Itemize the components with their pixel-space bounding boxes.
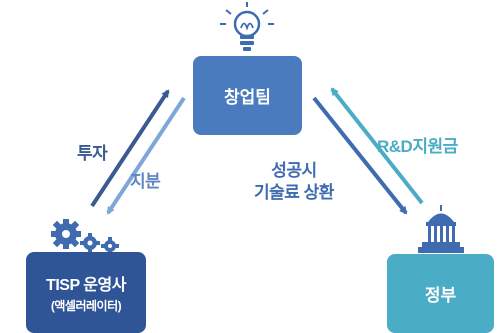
success-royalty-line1: 성공시 bbox=[271, 161, 317, 180]
tisp-operator-label: TISP 운영사 bbox=[46, 277, 126, 294]
government-box: 정부 bbox=[387, 254, 494, 333]
rd-grant-label: R&D지원금 bbox=[377, 137, 458, 156]
success-royalty-line2: 기술료 상환 bbox=[254, 183, 334, 202]
equity-arrow bbox=[106, 96, 186, 215]
tisp-operator-box: TISP 운영사 (액셀러레이터) bbox=[26, 252, 146, 333]
startup-team-box: 창업팀 bbox=[193, 56, 302, 135]
success-royalty-label: 성공시 기술료 상환 bbox=[254, 160, 334, 204]
startup-team-label: 창업팀 bbox=[224, 88, 271, 107]
tisp-operator-sublabel: (액셀러레이터) bbox=[50, 299, 122, 313]
equity-label: 지분 bbox=[130, 172, 161, 191]
capitol-building-icon bbox=[418, 205, 464, 253]
investment-arrow bbox=[90, 89, 170, 208]
investment-label: 투자 bbox=[77, 144, 108, 163]
rd-grant-arrow bbox=[330, 87, 424, 205]
royalty-arrow bbox=[312, 96, 408, 215]
lightbulb-icon bbox=[220, 2, 274, 51]
government-label: 정부 bbox=[424, 286, 457, 305]
gears-icon bbox=[51, 219, 119, 255]
